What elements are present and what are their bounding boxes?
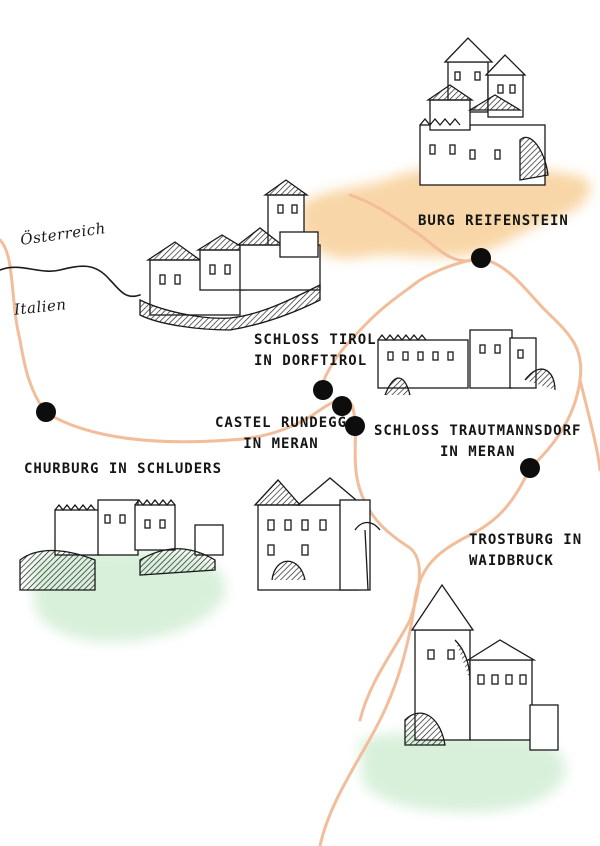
route-north-west: [0, 238, 47, 414]
label-line: IN MERAN: [440, 444, 516, 460]
orange-wash: [300, 164, 591, 259]
marker-churburg[interactable]: [36, 402, 56, 422]
castle-castel-rundegg: [253, 477, 381, 591]
castle-schloss-tirol: [139, 179, 321, 331]
castle-schloss-trauttmansdorff: [377, 329, 556, 396]
label-line: CHURBURG IN SCHLUDERS: [24, 461, 223, 477]
route-reifenstein-west: [348, 193, 482, 263]
label-line: IN DORFTIROL: [254, 353, 368, 369]
label-burg-reifenstein: BURG REIFENSTEIN: [418, 211, 569, 232]
marker-burg-reifenstein[interactable]: [471, 248, 491, 268]
label-line: IN MERAN: [243, 436, 319, 452]
label-line: SCHLOSS TRAUTMANNSDORF: [374, 423, 582, 439]
label-line: TROSTBURG IN: [469, 532, 583, 548]
route-lines: [0, 193, 600, 846]
castle-trostburg: [404, 583, 559, 751]
route-trostburg-south: [318, 466, 532, 846]
marker-castel-rundegg[interactable]: [332, 396, 352, 416]
marker-schloss-tirol[interactable]: [313, 380, 333, 400]
castle-burg-reifenstein: [419, 37, 549, 186]
route-tirol-north: [318, 256, 482, 392]
label-line: CASTEL RUNDEGG: [215, 415, 348, 431]
border-line: [0, 265, 141, 298]
route-meran-south: [350, 403, 421, 622]
marker-schloss-trauttmansdorff[interactable]: [345, 416, 365, 436]
label-schloss-tirol: SCHLOSS TIROL IN DORFTIROL: [254, 330, 377, 372]
green-wash-trostburg: [360, 731, 566, 813]
label-churburg: CHURBURG IN SCHLUDERS: [24, 459, 222, 480]
route-east-edge: [578, 378, 600, 472]
route-south-west: [358, 618, 412, 722]
label-line: WAIDBRUCK: [469, 553, 554, 569]
marker-trostburg[interactable]: [520, 458, 540, 478]
label-line: SCHLOSS TIROL: [254, 332, 377, 348]
label-trostburg: TROSTBURG IN WAIDBRUCK: [469, 530, 582, 572]
route-reifenstein-east: [478, 256, 583, 470]
label-line: BURG REIFENSTEIN: [418, 213, 569, 229]
label-schloss-trauttmansdorff: SCHLOSS TRAUTMANNSDORF IN MERAN: [374, 421, 581, 463]
label-castel-rundegg: CASTEL RUNDEGG IN MERAN: [215, 413, 347, 455]
castle-churburg: [19, 498, 224, 591]
